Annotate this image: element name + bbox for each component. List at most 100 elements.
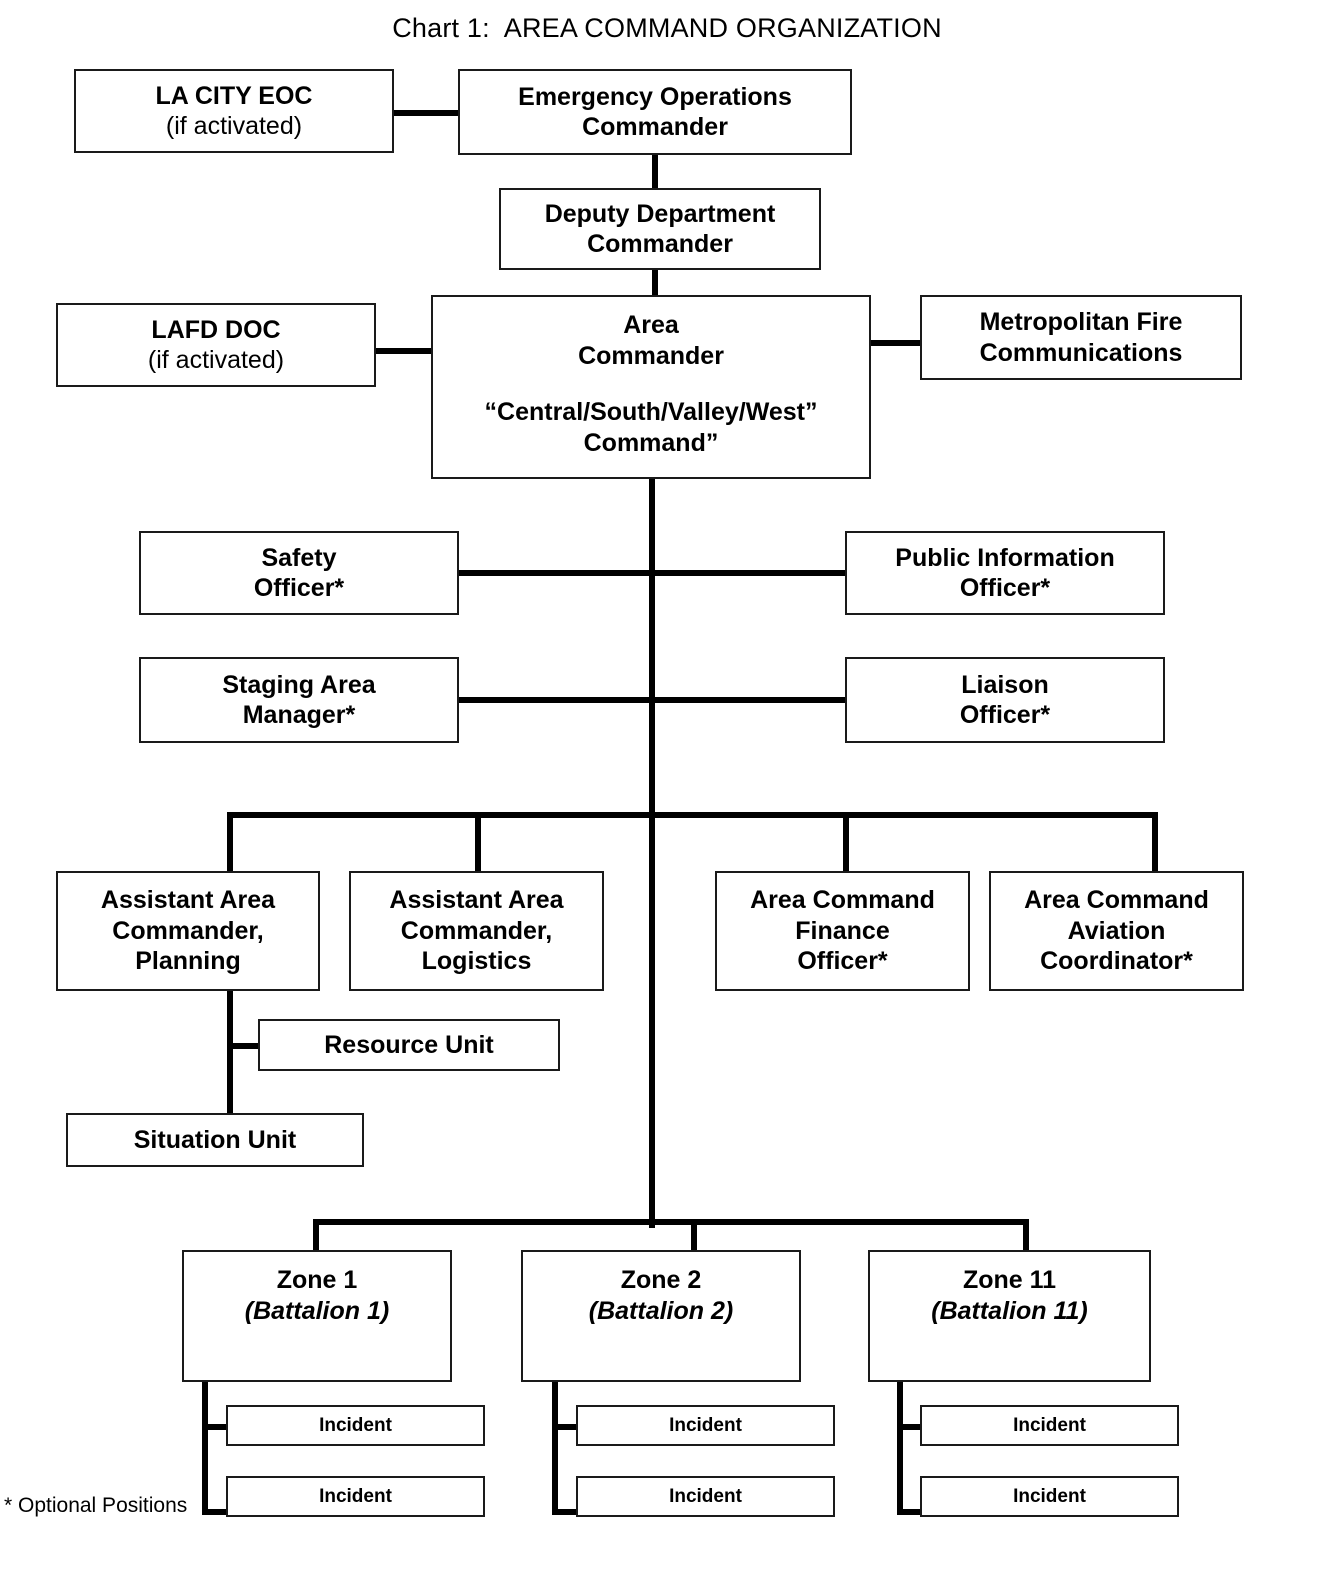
connector-planning-down [227, 990, 233, 1130]
node-public-information-officer[interactable]: Public Information Officer* [845, 531, 1165, 615]
node-zone1-incident-a[interactable]: Incident [226, 1405, 485, 1446]
staging-area-manager-line1: Staging Area [222, 670, 376, 699]
aac-planning-line1: Assistant Area [100, 886, 276, 915]
safety-officer-line2: Officer* [253, 574, 345, 602]
node-area-command-aviation-coordinator[interactable]: Area Command Aviation Coordinator* [989, 871, 1244, 991]
la-city-eoc-line2: (if activated) [165, 112, 303, 140]
connector-lafd-doc-to-area-commander [374, 348, 436, 354]
connector-zone1-to-incident-b [202, 1509, 232, 1515]
zone-1-line2: (Battalion 1) [244, 1296, 390, 1325]
node-emergency-operations-commander[interactable]: Emergency Operations Commander [458, 69, 852, 155]
node-la-city-eoc[interactable]: LA CITY EOC (if activated) [74, 69, 394, 153]
node-liaison-officer[interactable]: Liaison Officer* [845, 657, 1165, 743]
deputy-dept-line1: Deputy Department [544, 199, 776, 228]
finance-officer-line2: Finance [795, 916, 890, 945]
area-commander-line2: Commander [578, 341, 724, 370]
zone1-incident-b-label: Incident [319, 1485, 392, 1507]
node-zone-11[interactable]: Zone 11 (Battalion 11) [868, 1250, 1151, 1382]
node-zone1-incident-b[interactable]: Incident [226, 1476, 485, 1517]
connector-zone1-to-incident-a [202, 1424, 232, 1430]
node-zone11-incident-a[interactable]: Incident [920, 1405, 1179, 1446]
liaison-officer-line2: Officer* [959, 701, 1051, 729]
metro-fire-line1: Metropolitan Fire [979, 308, 1183, 336]
staging-area-manager-line2: Manager* [242, 701, 356, 729]
safety-officer-line1: Safety [261, 543, 337, 572]
node-zone2-incident-a[interactable]: Incident [576, 1405, 835, 1446]
chart-title: Chart 1: AREA COMMAND ORGANIZATION [392, 13, 942, 43]
connector-drop-logistics [475, 812, 481, 884]
zone-1-line1: Zone 1 [276, 1266, 358, 1294]
area-commander-line1: Area [623, 311, 679, 339]
node-area-command-finance-officer[interactable]: Area Command Finance Officer* [715, 871, 970, 991]
aac-logistics-line2: Commander, [400, 916, 553, 945]
node-area-commander[interactable]: Area Commander “Central/South/Valley/Wes… [431, 295, 871, 479]
lafd-doc-line1: LAFD DOC [151, 315, 281, 344]
connector-zone1-down [202, 1381, 208, 1515]
connector-deputy-to-area-commander [652, 268, 658, 298]
connector-zone2-to-incident-a [552, 1424, 582, 1430]
aviation-coordinator-line3: Coordinator* [1040, 947, 1193, 976]
node-resource-unit[interactable]: Resource Unit [258, 1019, 560, 1071]
aviation-coordinator-line2: Aviation [1067, 916, 1166, 945]
zone-11-line1: Zone 11 [962, 1266, 1057, 1294]
connector-zone2-down [552, 1381, 558, 1515]
connector-zone11-down [897, 1381, 903, 1515]
aac-logistics-line3: Logistics [421, 947, 532, 976]
connector-emergency-ops-to-deputy [652, 155, 658, 191]
aac-planning-line2: Commander, [112, 916, 264, 945]
zone-2-line2: (Battalion 2) [588, 1296, 734, 1325]
zone2-incident-b-label: Incident [669, 1485, 742, 1507]
node-safety-officer[interactable]: Safety Officer* [139, 531, 459, 615]
connector-drop-zone-2 [691, 1219, 697, 1267]
connector-public-info-officer-lateral [649, 570, 847, 576]
node-assistant-area-commander-logistics[interactable]: Assistant Area Commander, Logistics [349, 871, 604, 991]
connector-liaison-officer-lateral [649, 697, 847, 703]
node-metropolitan-fire-communications[interactable]: Metropolitan Fire Communications [920, 295, 1242, 380]
aac-planning-line3: Planning [135, 947, 241, 976]
connector-drop-zone-1 [313, 1219, 319, 1267]
aviation-coordinator-line1: Area Command [1024, 886, 1209, 915]
aac-logistics-line1: Assistant Area [389, 886, 564, 915]
node-lafd-doc[interactable]: LAFD DOC (if activated) [56, 303, 376, 387]
liaison-officer-line1: Liaison [961, 670, 1049, 699]
finance-officer-line3: Officer* [797, 947, 888, 976]
node-zone-1[interactable]: Zone 1 (Battalion 1) [182, 1250, 452, 1382]
zone2-incident-a-label: Incident [669, 1414, 742, 1436]
zone1-incident-a-label: Incident [319, 1414, 392, 1436]
metro-fire-line2: Communications [979, 338, 1183, 367]
deputy-dept-line2: Commander [587, 230, 733, 258]
node-staging-area-manager[interactable]: Staging Area Manager* [139, 657, 459, 743]
connector-area-commander-spine [649, 476, 655, 1228]
emergency-ops-line1: Emergency Operations [518, 82, 792, 111]
lafd-doc-line2: (if activated) [147, 346, 285, 374]
connector-drop-planning [227, 812, 233, 884]
connector-zone11-to-incident-b [897, 1509, 927, 1515]
resource-unit-label: Resource Unit [324, 1030, 494, 1059]
optional-positions-footnote: * Optional Positions [4, 1494, 188, 1517]
public-info-officer-line1: Public Information [895, 543, 1115, 572]
node-zone-2[interactable]: Zone 2 (Battalion 2) [521, 1250, 801, 1382]
connector-to-resource-unit [227, 1043, 263, 1049]
zone11-incident-a-label: Incident [1013, 1414, 1086, 1436]
zone11-incident-b-label: Incident [1013, 1485, 1086, 1507]
connector-area-commander-to-metro-fire [866, 340, 924, 346]
node-situation-unit[interactable]: Situation Unit [66, 1113, 364, 1167]
connector-zone11-to-incident-a [897, 1424, 927, 1430]
area-commander-line3: “Central/South/Valley/West” [484, 398, 818, 426]
connector-drop-aviation [1152, 812, 1158, 884]
connector-eoc-to-emergency-ops [392, 110, 464, 116]
connector-zone2-to-incident-b [552, 1509, 582, 1515]
connector-assistant-row-bus [227, 812, 1158, 818]
zone-2-line1: Zone 2 [620, 1266, 702, 1294]
node-deputy-department-commander[interactable]: Deputy Department Commander [499, 188, 821, 270]
situation-unit-label: Situation Unit [133, 1125, 297, 1154]
node-assistant-area-commander-planning[interactable]: Assistant Area Commander, Planning [56, 871, 320, 991]
node-zone2-incident-b[interactable]: Incident [576, 1476, 835, 1517]
connector-drop-finance [843, 812, 849, 884]
zone-11-line2: (Battalion 11) [931, 1296, 1088, 1325]
la-city-eoc-line1: LA CITY EOC [155, 81, 313, 110]
node-zone11-incident-b[interactable]: Incident [920, 1476, 1179, 1517]
emergency-ops-line2: Commander [582, 113, 728, 141]
public-info-officer-line2: Officer* [959, 574, 1051, 602]
